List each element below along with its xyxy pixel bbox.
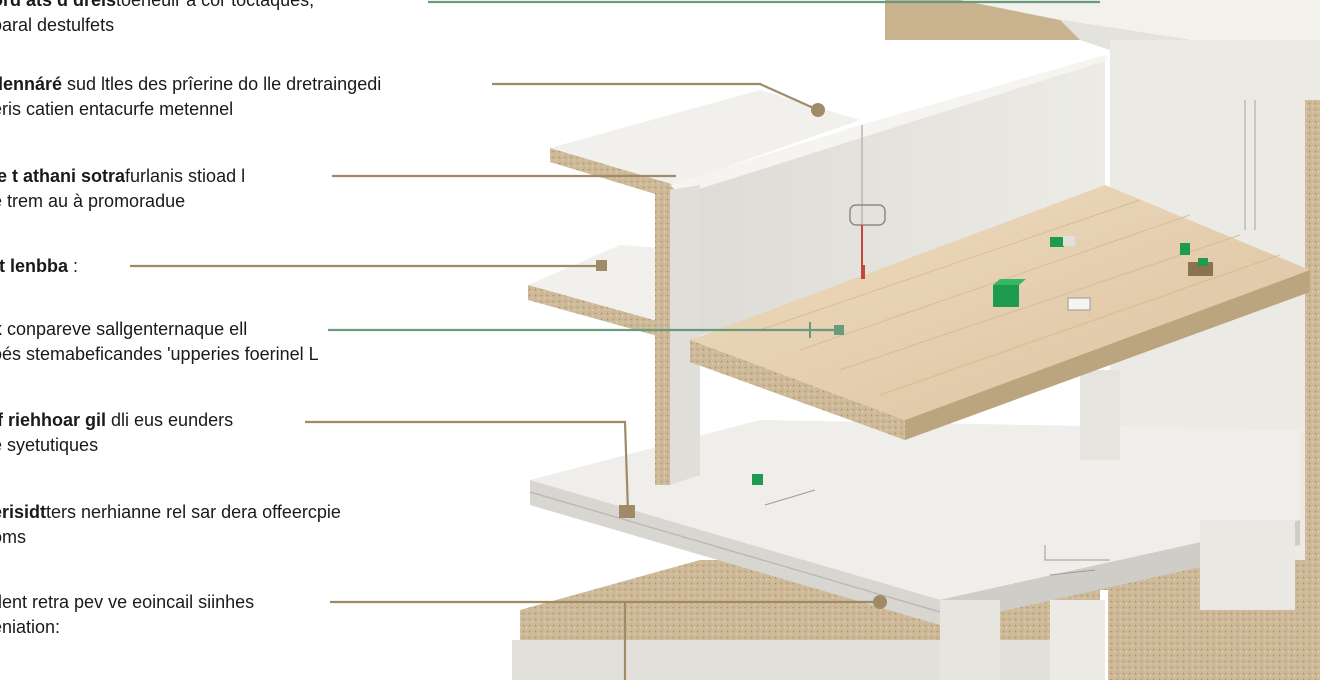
leader-dot-2 — [811, 103, 825, 117]
leader-endpoints — [596, 103, 887, 609]
callout-label-6: lf riehhoar gil dli eus eunders e syetut… — [0, 410, 234, 455]
leader-marker-5 — [834, 325, 844, 335]
support-post — [1080, 370, 1120, 460]
sketch-marks — [764, 489, 1110, 576]
leader-line-6 — [305, 420, 630, 513]
upper-shelf — [550, 90, 860, 200]
green-markers — [752, 236, 1213, 485]
callout-label-2: dennáré sud ltles des prîerine do lle dr… — [0, 74, 382, 119]
leader-marker-4 — [596, 260, 607, 271]
callout-label-3: le t athani sotrafurlanis stioad l e tre… — [0, 166, 246, 211]
leader-dot-7 — [873, 595, 887, 609]
callout-label-1: ord ats d dreistoeheuir a cor toctaques,… — [0, 0, 315, 35]
callout-label-5: x conpareve sallgenternaque ell oés stem… — [0, 319, 319, 364]
vertical-wall — [655, 55, 1108, 485]
leader-marker-6 — [619, 505, 635, 518]
callout-label-7: erisidtters nerhianne rel sar dera offee… — [0, 502, 341, 547]
callout-label-4: rt lenbba : — [0, 256, 79, 276]
leader-lines — [130, 0, 1100, 680]
leader-line-2 — [492, 82, 819, 112]
callout-label-8: dent retra pev ve eoincail siinhes eniat… — [0, 592, 255, 637]
